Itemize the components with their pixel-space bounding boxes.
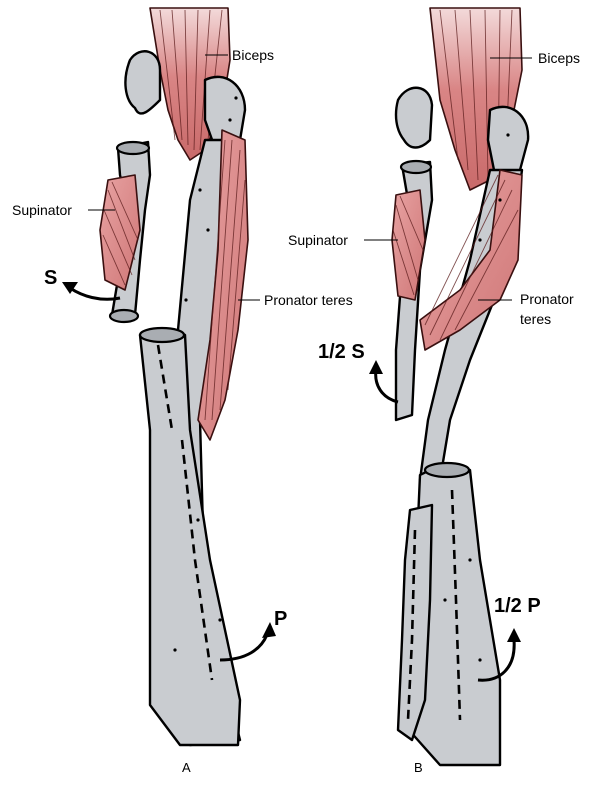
label-biceps-b: Biceps: [538, 50, 580, 66]
supination-arrowhead-a: [62, 282, 78, 294]
pronation-arrowhead-a: [262, 622, 276, 638]
supination-arrowhead-b: [369, 360, 383, 374]
pronator-teres-muscle-a: [197, 129, 249, 441]
medullary-line-b2: [406, 529, 417, 721]
label-pronator-teres-a: Pronator teres: [264, 292, 353, 308]
panel-a: Biceps Supinator Pronator teres S P A: [12, 7, 353, 775]
supinator-muscle-a: [99, 174, 141, 291]
label-supinator-b: Supinator: [288, 232, 348, 248]
medullary-line-a2: [180, 439, 214, 681]
panel-b: Biceps Supinator Pronator teres 1/2 S 1/…: [288, 7, 580, 775]
label-biceps-a: Biceps: [232, 47, 274, 63]
pronation-arrowhead-b: [507, 628, 521, 642]
label-supination-a: S: [44, 267, 57, 289]
radius-distal-end-a: [138, 326, 186, 344]
humerus-condyle-b: [394, 86, 434, 149]
bone-texture-a: [173, 96, 238, 652]
humerus-head-b: [486, 105, 530, 177]
supination-arrow-b: [374, 369, 399, 404]
pronation-arrow-b: [477, 639, 516, 682]
pronator-teres-muscle-b: [419, 169, 523, 351]
panel-label-a: A: [182, 760, 191, 775]
label-pronator-b-1: Pronator: [520, 291, 574, 307]
label-pronation-b: 1/2 P: [494, 595, 541, 617]
label-supinator-a: Supinator: [12, 202, 72, 218]
medullary-line-b1: [450, 489, 462, 721]
supination-arrow-a: [69, 286, 121, 301]
panel-label-b: B: [414, 760, 423, 775]
label-pronator-b-2: teres: [520, 311, 551, 327]
radius-head-a: [115, 140, 151, 156]
ulna-distal-b: [396, 503, 434, 742]
distal-fragment-end-b: [423, 461, 471, 479]
label-pronation-a: P: [274, 608, 287, 630]
label-supination-b: 1/2 S: [318, 341, 365, 363]
radius-head-b: [399, 159, 433, 175]
bone-texture-b: [443, 133, 510, 662]
humerus-condyle-a: [124, 50, 162, 115]
radius-fracture-end-a: [108, 308, 140, 324]
